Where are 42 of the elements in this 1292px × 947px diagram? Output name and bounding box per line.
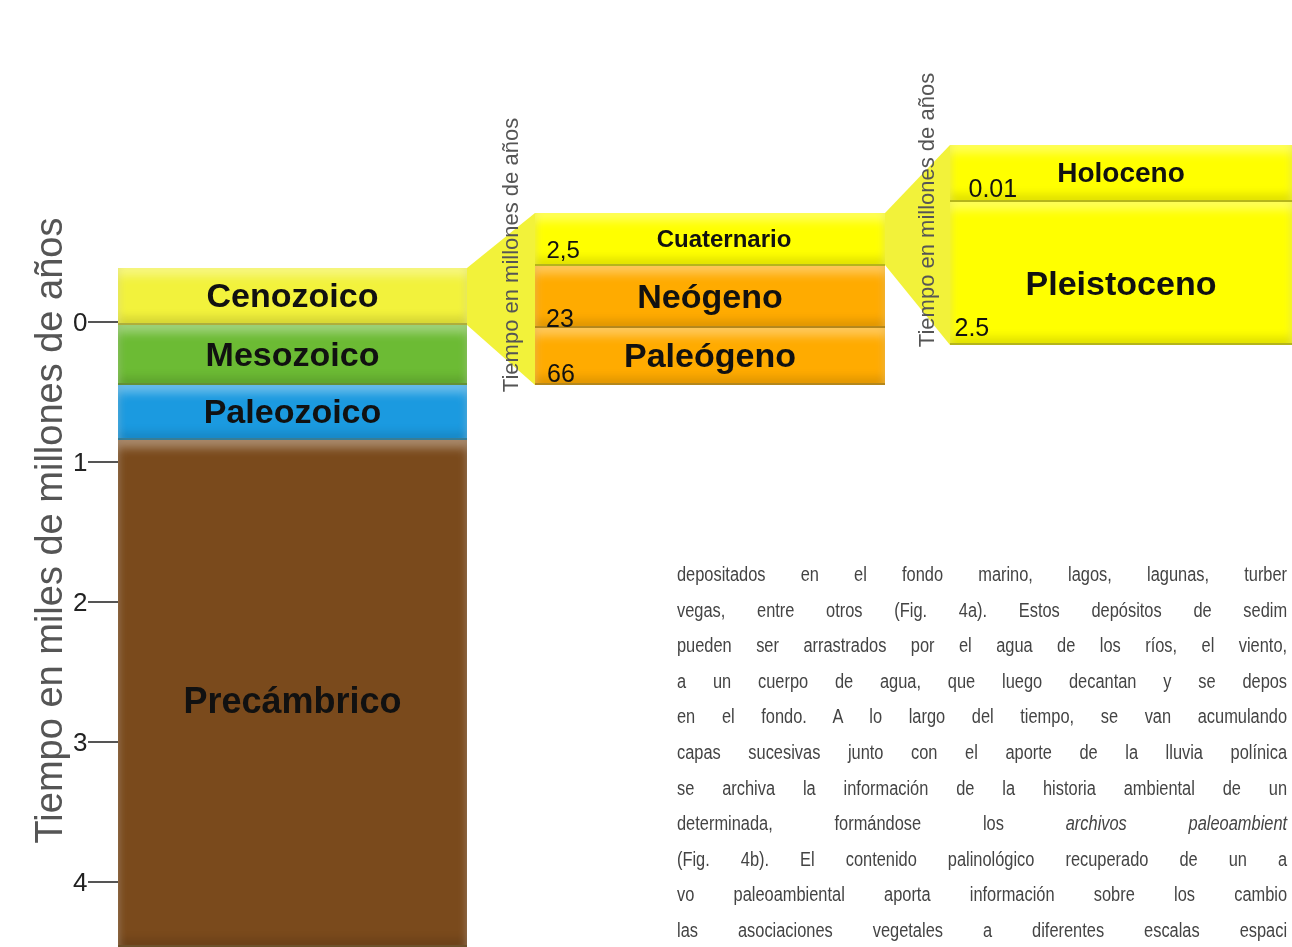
- band-label: Neógeno: [637, 276, 783, 316]
- paragraph-line: se archiva la información de la historia ambiental de un: [677, 775, 1288, 800]
- tick-label: 1: [73, 446, 88, 478]
- axis-title: Tiempo en miles de millones de años: [28, 217, 72, 843]
- band-label: Paleógeno: [624, 336, 796, 375]
- tick-label: 4: [73, 866, 88, 898]
- tick-label: 3: [73, 726, 88, 758]
- paragraph-line: (Fig. 4b). El contenido palinológico recuperado de un a: [677, 846, 1288, 871]
- tick-label: 2: [73, 586, 88, 618]
- band-label: Cuaternario: [656, 224, 792, 253]
- era-band: [118, 268, 467, 325]
- paragraph-line: vo paleoambiental aporta información sobre los cambio: [677, 882, 1288, 907]
- boundary-age: 2.5: [954, 312, 990, 342]
- paragraph-line: pueden ser arrastrados por el agua de los ríos, el viento,: [677, 633, 1288, 658]
- paragraph-line: vegas, entre otros (Fig. 4a). Estos depósitos de sedim: [677, 597, 1288, 622]
- period-band: [535, 328, 885, 385]
- band-label: Cenozoico: [206, 276, 379, 315]
- era-band: [118, 325, 467, 385]
- paragraph-line: las asociaciones vegetales a diferentes escalas espaci: [677, 918, 1288, 942]
- paragraph-line: determinada, formándose los archivos paleoambient: [677, 811, 1288, 836]
- period-band: [535, 266, 885, 328]
- paragraph-line: capas sucesivas junto con el aporte de la lluvia polínica: [677, 740, 1288, 764]
- tick-label: 0: [73, 306, 88, 338]
- axis-title: Tiempo en millones de años: [498, 117, 525, 393]
- epoch-band: [950, 202, 1292, 345]
- era-band: [118, 440, 467, 947]
- paragraph-line: depositados en el fondo marino, lagos, lagunas, turber: [677, 562, 1288, 586]
- boundary-age: 2,5: [546, 236, 580, 264]
- band-label: Precámbrico: [183, 680, 402, 722]
- epoch-band: [950, 145, 1292, 202]
- band-label: Mesozoico: [205, 334, 380, 374]
- paragraph-line: en el fondo. A lo largo del tiempo, se van acumulando: [677, 704, 1288, 729]
- boundary-age: 0.01: [968, 173, 1018, 203]
- band-label: Holoceno: [1057, 156, 1185, 189]
- band-label: Paleozoico: [203, 392, 382, 431]
- axis-title: Tiempo en millones de años: [914, 72, 941, 348]
- period-band: [535, 213, 885, 266]
- boundary-age: 66: [547, 358, 575, 388]
- band-label: Pleistoceno: [1025, 264, 1217, 303]
- boundary-age: 23: [546, 303, 574, 333]
- paragraph-line: a un cuerpo de agua, que luego decantan y se depos: [677, 668, 1288, 693]
- era-band: [118, 385, 467, 440]
